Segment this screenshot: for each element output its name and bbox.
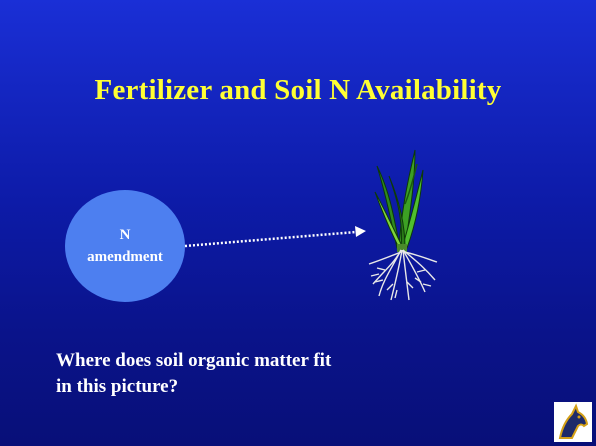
- horse-head-logo-icon: [554, 402, 592, 442]
- n-amendment-ellipse: N amendment: [65, 190, 185, 302]
- ellipse-label-line1: N: [119, 227, 131, 243]
- question-text: Where does soil organic matter fit in th…: [56, 348, 476, 400]
- question-line1: Where does soil organic matter fit: [56, 350, 332, 371]
- ellipse-label-line2: amendment: [87, 249, 163, 265]
- arrow-shaft: [184, 230, 357, 248]
- arrow-head: [355, 226, 366, 237]
- plant-with-roots-icon: [368, 149, 438, 301]
- slide-title: Fertilizer and Soil N Availability: [94, 74, 502, 106]
- question-line2: in this picture?: [56, 376, 179, 397]
